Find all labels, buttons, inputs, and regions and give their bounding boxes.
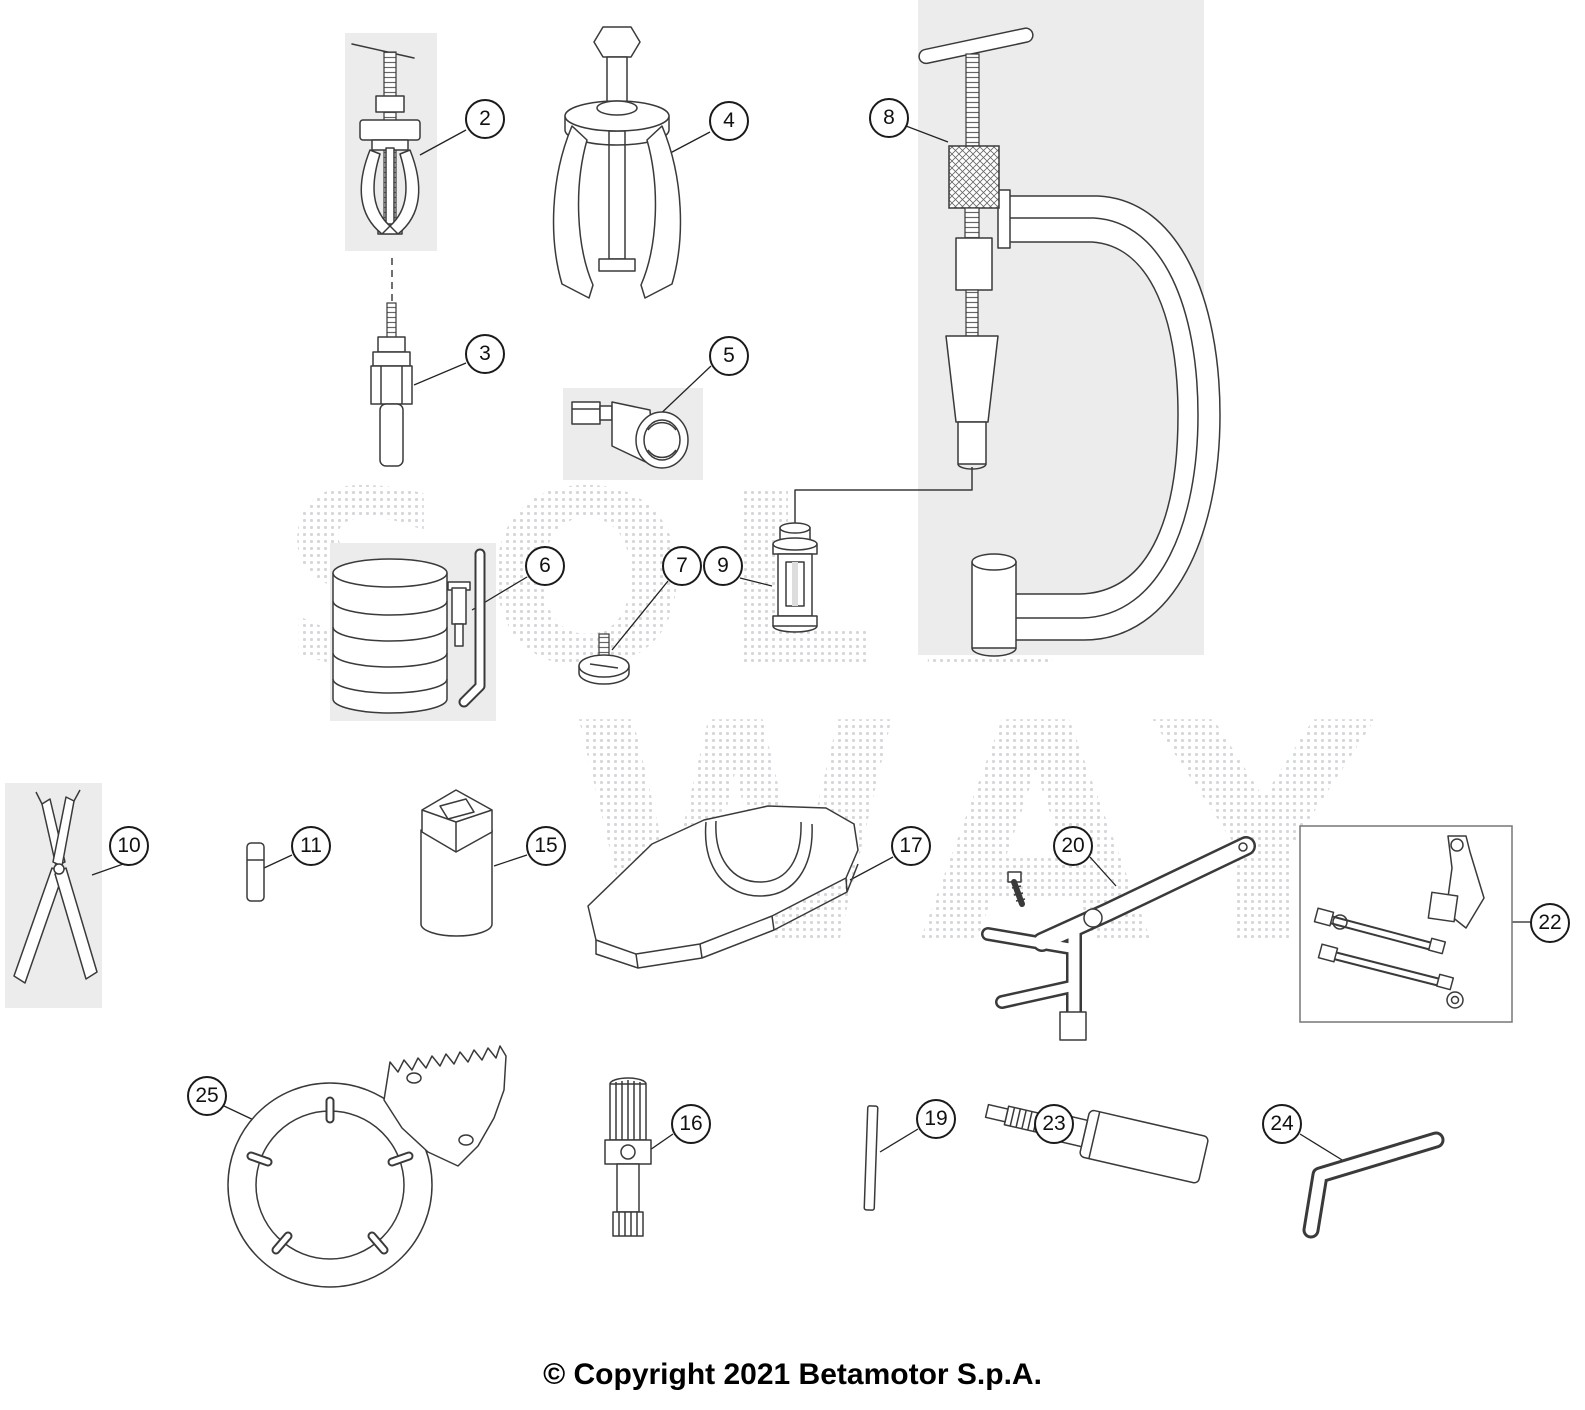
tool-15-hex-socket [420,789,493,937]
callout-label: 7 [676,554,688,577]
callout-label: 3 [479,342,491,365]
callout-17[interactable]: 17 [891,826,931,866]
callout-5[interactable]: 5 [709,336,749,376]
callout-15[interactable]: 15 [526,826,566,866]
callout-label: 4 [723,109,735,132]
callout-25[interactable]: 25 [187,1076,227,1116]
callout-23[interactable]: 23 [1034,1104,1074,1144]
tool-16-splined-shaft-tool [604,1077,652,1237]
callout-2[interactable]: 2 [465,99,505,139]
tool-6-disc-stack-with-hex-key [332,548,486,714]
callout-10[interactable]: 10 [109,826,149,866]
backing-panels [5,0,1204,1008]
callout-20[interactable]: 20 [1053,826,1093,866]
callout-6[interactable]: 6 [525,546,565,586]
tool-17-crescent-support-plate [587,805,859,969]
callout-label: 10 [117,834,141,857]
tool-22-stud-and-bracket-kit [1299,825,1513,1023]
tool-3-internal-bearing-extractor [370,302,413,467]
wrench-notches [246,1096,414,1255]
callout-label: 25 [195,1084,219,1107]
callout-22[interactable]: 22 [1530,903,1570,943]
tool-7-slotted-thumb-screw [578,633,630,685]
callout-label: 19 [924,1107,948,1130]
callout-label: 24 [1270,1112,1294,1135]
tool-9-guide-sleeve [772,522,818,633]
callout-label: 2 [479,107,491,130]
tool-20-holding-lever-tool [981,836,1256,1041]
callout-4[interactable]: 4 [709,101,749,141]
callout-16[interactable]: 16 [671,1104,711,1144]
callout-label: 9 [717,554,729,577]
callout-label: 20 [1061,834,1085,857]
callout-9[interactable]: 9 [703,546,743,586]
callout-7[interactable]: 7 [662,546,702,586]
tool-25-ring-nut-wrench [227,1045,507,1288]
tool-19-pin-punch [863,1105,879,1211]
callout-label: 5 [723,344,735,367]
tool-23-bushing-driver [984,1103,1209,1184]
tool-11-dowel-pin [246,842,265,902]
tool-5-socket-adapter [571,401,689,469]
callout-label: 15 [534,834,558,857]
tool-8-c-frame-press-tool [918,27,1221,657]
callout-8[interactable]: 8 [869,98,909,138]
callout-label: 17 [899,834,923,857]
callout-19[interactable]: 19 [916,1099,956,1139]
callout-label: 8 [883,106,895,129]
callout-3[interactable]: 3 [465,334,505,374]
callout-11[interactable]: 11 [291,826,331,866]
tool-24-hex-key [1302,1131,1445,1239]
callout-24[interactable]: 24 [1262,1104,1302,1144]
callout-label: 11 [300,834,322,857]
copyright-text: © Copyright 2021 Betamotor S.p.A. [543,1358,1042,1391]
callout-label: 16 [679,1112,703,1135]
callout-label: 23 [1042,1112,1066,1135]
tool-4-two-arm-puller [552,26,682,299]
callout-label: 6 [539,554,551,577]
tool-2-three-jaw-bearing-puller [351,43,421,235]
tool-10-circlip-pliers [13,789,98,984]
callout-label: 22 [1538,911,1562,934]
